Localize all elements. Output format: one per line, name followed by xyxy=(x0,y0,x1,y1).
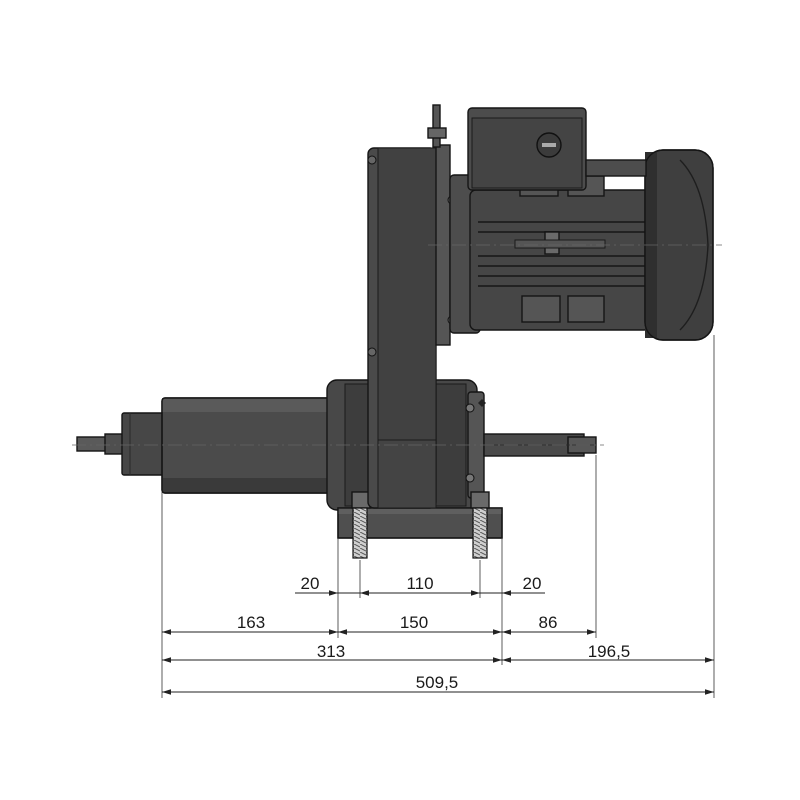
dim-label-163: 163 xyxy=(237,613,265,632)
belt-housing xyxy=(367,104,457,509)
electric-motor xyxy=(449,107,714,341)
dim-label-110: 110 xyxy=(406,574,433,593)
dim-label-150: 150 xyxy=(400,613,428,632)
cylinder-housing xyxy=(161,397,335,494)
dim-label-20-right: 20 xyxy=(523,574,542,593)
left-shaft xyxy=(76,412,165,476)
dim-label-509-5: 509,5 xyxy=(416,673,459,692)
dim-label-20-left: 20 xyxy=(301,574,320,593)
machine xyxy=(72,104,722,559)
dim-label-86: 86 xyxy=(539,613,558,632)
motor-cooling-fins xyxy=(478,221,645,287)
dim-label-196-5: 196,5 xyxy=(588,642,631,661)
dim-label-313: 313 xyxy=(317,642,345,661)
dimensions: 20 110 20 163 150 86 313 196,5 509,5 xyxy=(161,335,715,698)
mounting-bolt-right xyxy=(470,491,490,559)
mounting-bolt-left xyxy=(351,491,371,559)
